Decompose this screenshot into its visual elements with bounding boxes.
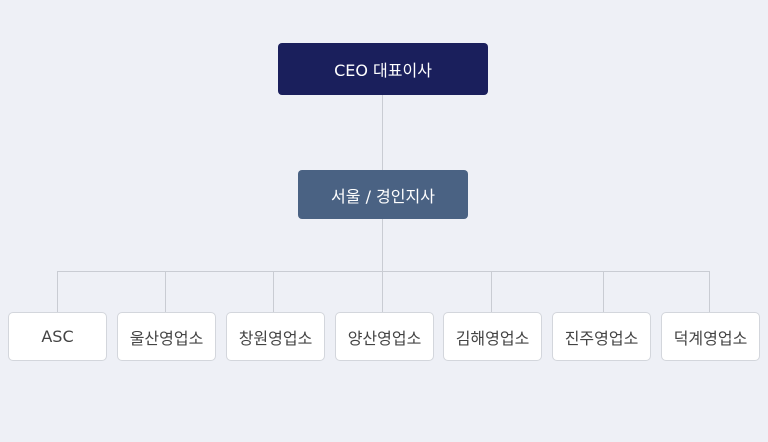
office-node-deokgye: 덕계영업소 (661, 312, 760, 361)
connector-horizontal-bus (57, 271, 710, 272)
office-node-asc: ASC (8, 312, 107, 361)
connector-drop-changwon (273, 271, 274, 312)
office-node-gimhae: 김해영업소 (443, 312, 542, 361)
connector-drop-deokgye (709, 271, 710, 312)
connector-drop-jinju (603, 271, 604, 312)
connector-ceo-to-branch (382, 95, 383, 170)
connector-drop-ulsan (165, 271, 166, 312)
branch-node: 서울 / 경인지사 (298, 170, 468, 219)
office-node-ulsan: 울산영업소 (117, 312, 216, 361)
connector-drop-yangsan (382, 271, 383, 312)
office-node-yangsan: 양산영업소 (335, 312, 434, 361)
connector-drop-gimhae (491, 271, 492, 312)
office-node-jinju: 진주영업소 (552, 312, 651, 361)
office-node-changwon: 창원영업소 (226, 312, 325, 361)
ceo-node: CEO 대표이사 (278, 43, 488, 95)
connector-branch-to-bus (382, 219, 383, 271)
connector-drop-asc (57, 271, 58, 312)
